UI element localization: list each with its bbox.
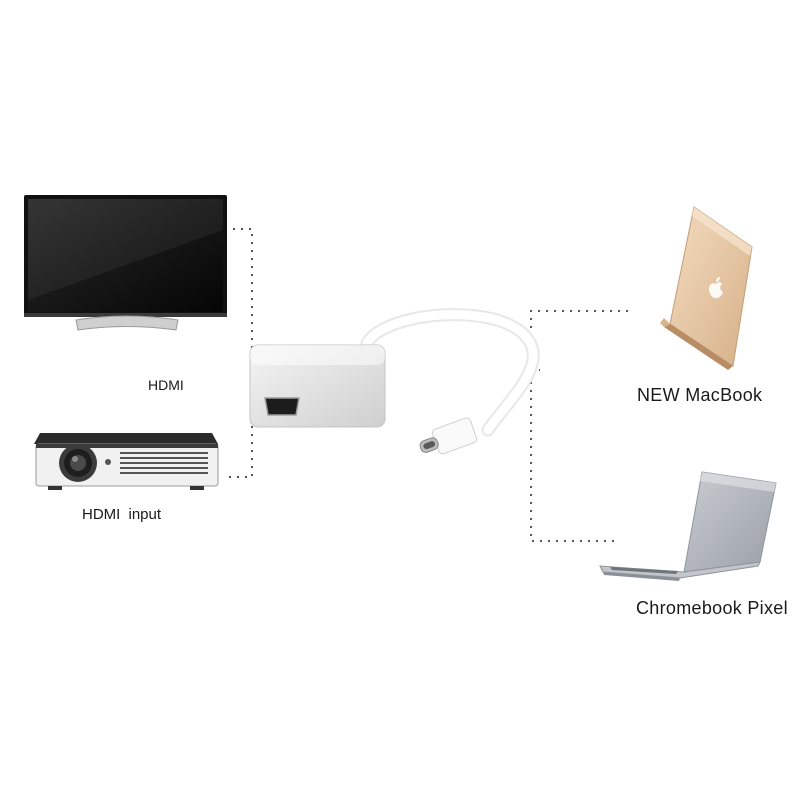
chromebook-pixel-label: Chromebook Pixel	[636, 598, 788, 618]
hdmi-input-label: HDMI input	[82, 506, 162, 523]
television-icon	[24, 195, 227, 331]
projector-icon	[34, 433, 219, 490]
new-macbook-label: NEW MacBook	[637, 385, 763, 405]
hdmi-label: HDMI	[148, 377, 184, 393]
laptop-silver-icon	[599, 471, 777, 581]
usb-c-to-hdmi-adapter	[249, 308, 540, 455]
dotted-connector-right	[530, 310, 628, 542]
laptop-gold-icon	[660, 206, 753, 370]
